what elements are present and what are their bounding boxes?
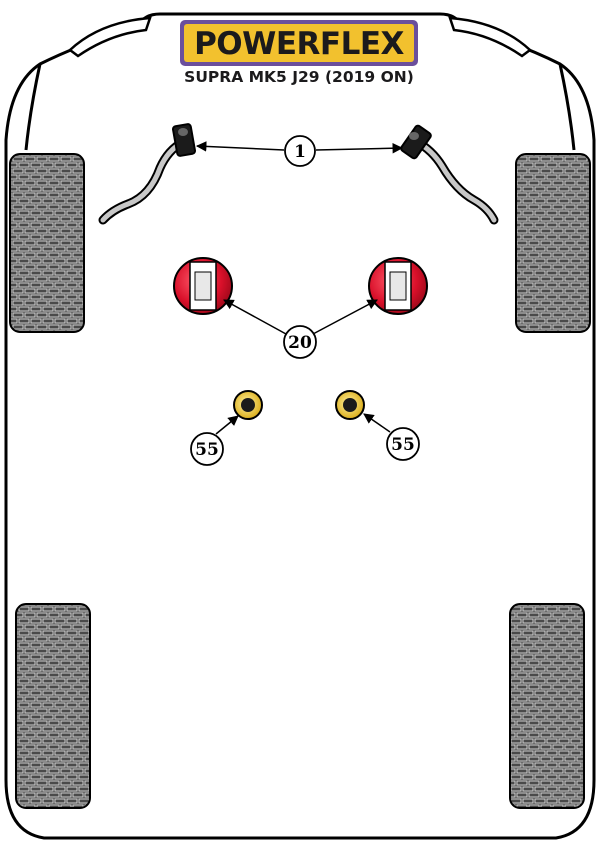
leader-1-left xyxy=(195,141,285,152)
leader-55-left xyxy=(215,415,239,435)
tyre-front-left xyxy=(9,153,85,333)
front-bumper-line-right xyxy=(558,63,576,151)
logo-text: POWERFLEX xyxy=(194,26,404,62)
callout-55-right: 55 xyxy=(386,427,420,461)
callout-20: 20 xyxy=(283,325,317,359)
svg-text:20: 20 xyxy=(288,333,312,353)
tyre-rear-left xyxy=(15,603,91,809)
yellow-mount-right xyxy=(335,390,365,420)
tyre-front-right xyxy=(515,153,591,333)
svg-text:55: 55 xyxy=(391,435,415,455)
yellow-mount-left xyxy=(233,390,263,420)
tyre-rear-right xyxy=(509,603,585,809)
svg-text:1: 1 xyxy=(294,142,306,162)
subtitle: SUPRA MK5 J29 (2019 ON) xyxy=(184,68,414,86)
leader-55-right xyxy=(363,413,391,433)
anti-roll-bar-left xyxy=(98,123,196,225)
callout-55-left: 55 xyxy=(190,432,224,466)
red-bush-right xyxy=(368,257,428,315)
headlight-right xyxy=(448,16,532,58)
leader-20-left xyxy=(223,299,287,335)
anti-roll-bar-right xyxy=(400,124,499,225)
front-bumper-line xyxy=(24,63,42,151)
leader-1-right xyxy=(315,142,404,154)
leader-20-right xyxy=(312,299,378,335)
svg-text:55: 55 xyxy=(195,440,219,460)
powerflex-logo: POWERFLEX xyxy=(180,20,418,66)
red-bush-left xyxy=(173,257,233,315)
callout-1: 1 xyxy=(284,135,316,167)
headlight-left xyxy=(68,16,152,58)
